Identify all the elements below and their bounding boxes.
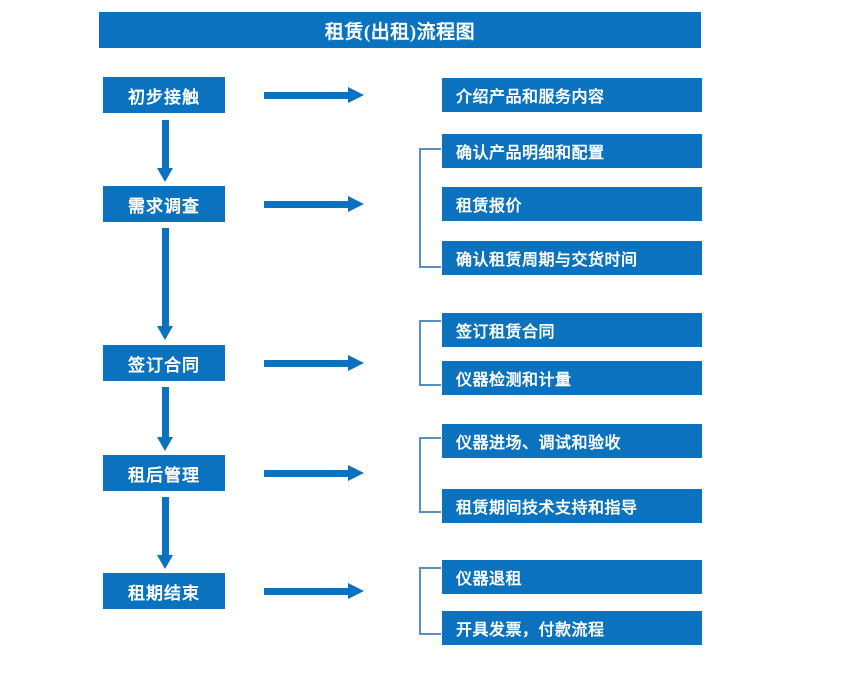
vertical-arrow-stage3-to-stage4 bbox=[157, 387, 173, 451]
stage-box-sign-contract[interactable]: 签订合同 bbox=[103, 345, 225, 381]
detail-box-sign-rental-contract[interactable]: 签订租赁合同 bbox=[442, 313, 702, 347]
arrow-shaft bbox=[162, 228, 169, 326]
bracket-group-sign-contract bbox=[419, 320, 441, 386]
detail-box-instrument-entry-debug-and-acceptance[interactable]: 仪器进场、调试和验收 bbox=[442, 424, 702, 458]
arrow-head-right-icon bbox=[348, 87, 364, 103]
stage-box-post-rental-management[interactable]: 租后管理 bbox=[103, 455, 225, 491]
detail-box-confirm-rental-period-and-delivery-time[interactable]: 确认租赁周期与交货时间 bbox=[442, 241, 702, 275]
detail-box-instrument-return[interactable]: 仪器退租 bbox=[442, 560, 702, 594]
page-title: 租赁(出租)流程图 bbox=[99, 12, 701, 48]
bracket-group-requirement-survey bbox=[419, 148, 441, 268]
horizontal-arrow-stage1 bbox=[264, 87, 364, 103]
arrow-shaft bbox=[264, 201, 350, 208]
stage-box-requirement-survey[interactable]: 需求调查 bbox=[103, 186, 225, 222]
arrow-head-down-icon bbox=[157, 168, 173, 182]
vertical-arrow-stage2-to-stage3 bbox=[157, 228, 173, 340]
stage-box-rental-end[interactable]: 租期结束 bbox=[103, 573, 225, 609]
arrow-shaft bbox=[162, 497, 169, 555]
detail-box-invoice-and-payment-process[interactable]: 开具发票，付款流程 bbox=[442, 611, 702, 645]
arrow-head-down-icon bbox=[157, 437, 173, 451]
vertical-arrow-stage1-to-stage2 bbox=[157, 120, 173, 182]
arrow-shaft bbox=[264, 92, 350, 99]
arrow-shaft bbox=[264, 360, 350, 367]
arrow-shaft bbox=[162, 120, 169, 168]
arrow-head-down-icon bbox=[157, 326, 173, 340]
arrow-head-right-icon bbox=[348, 355, 364, 371]
arrow-head-down-icon bbox=[157, 555, 173, 569]
detail-box-confirm-product-details-and-configuration[interactable]: 确认产品明细和配置 bbox=[442, 134, 702, 168]
bracket-group-post-rental-management bbox=[419, 437, 441, 513]
detail-box-rental-quotation[interactable]: 租赁报价 bbox=[442, 187, 702, 221]
arrow-head-right-icon bbox=[348, 196, 364, 212]
horizontal-arrow-stage2 bbox=[264, 196, 364, 212]
stage-box-initial-contact[interactable]: 初步接触 bbox=[103, 77, 225, 113]
detail-box-introduce-products-and-services[interactable]: 介绍产品和服务内容 bbox=[442, 78, 702, 112]
horizontal-arrow-stage3 bbox=[264, 355, 364, 371]
arrow-shaft bbox=[162, 387, 169, 437]
horizontal-arrow-stage4 bbox=[264, 465, 364, 481]
bracket-group-rental-end bbox=[419, 567, 441, 635]
arrow-head-right-icon bbox=[348, 465, 364, 481]
detail-box-instrument-inspection-and-metering[interactable]: 仪器检测和计量 bbox=[442, 361, 702, 395]
arrow-head-right-icon bbox=[348, 583, 364, 599]
arrow-shaft bbox=[264, 588, 350, 595]
vertical-arrow-stage4-to-stage5 bbox=[157, 497, 173, 569]
detail-box-technical-support-during-rental[interactable]: 租赁期间技术支持和指导 bbox=[442, 489, 702, 523]
arrow-shaft bbox=[264, 470, 350, 477]
horizontal-arrow-stage5 bbox=[264, 583, 364, 599]
